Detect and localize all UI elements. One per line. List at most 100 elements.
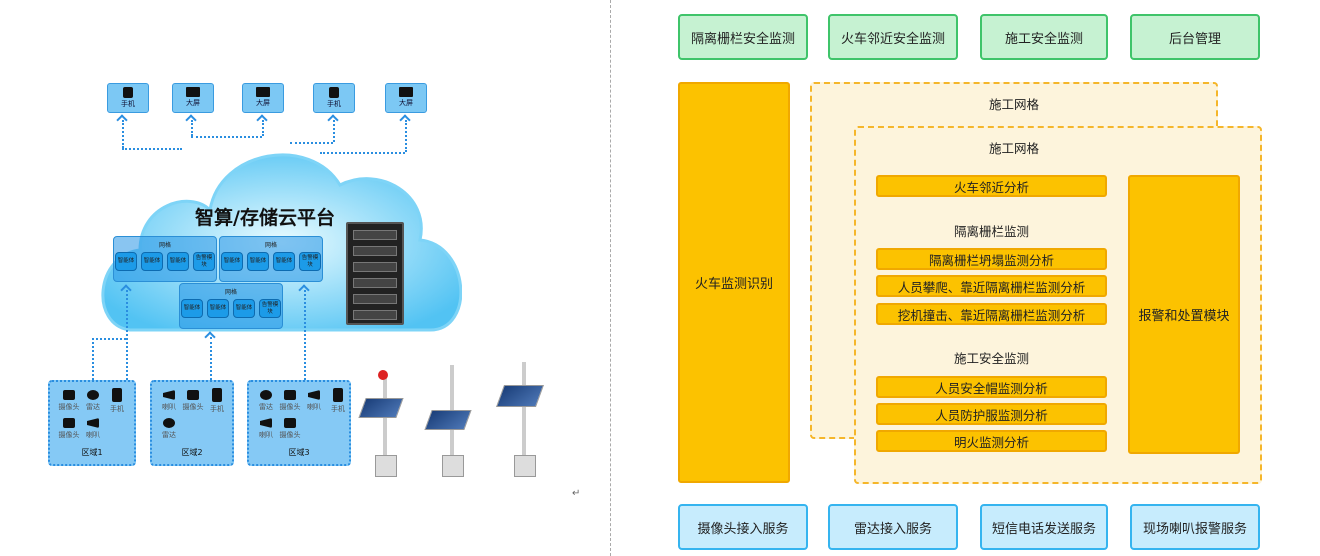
safety-section-title: 施工安全监测 [953, 351, 1029, 366]
grid-label: 网格 [224, 289, 237, 296]
zone-2: 喇叭 摄像头 手机 雷达 区域2 [150, 380, 234, 466]
control-box [514, 455, 536, 477]
agent: 智能体 [233, 299, 255, 318]
camera-icon: 摄像头 [56, 390, 82, 412]
connector [191, 136, 262, 138]
grid-back-label: 施工网格 [988, 97, 1039, 112]
connector [191, 120, 193, 136]
analysis-item: 人员安全帽监测分析 [876, 376, 1107, 398]
grid-label: 网格 [264, 242, 277, 249]
agent: 智能体 [221, 252, 243, 271]
control-box [375, 455, 397, 477]
service-camera[interactable]: 摄像头接入服务 [678, 504, 808, 550]
service-radar[interactable]: 雷达接入服务 [828, 504, 958, 550]
analysis-item: 挖机撞击、靠近隔离栅栏监测分析 [876, 303, 1107, 325]
zone-1: 摄像头 雷达 手机 摄像头 喇叭 区域1 [48, 380, 136, 466]
arrow-up-icon [327, 114, 339, 126]
zone-3: 雷达 摄像头 喇叭 手机 喇叭 摄像头 区域3 [247, 380, 351, 466]
agent: 智能体 [181, 299, 203, 318]
phone-icon [329, 87, 339, 98]
server-rack-icon [346, 222, 404, 325]
solar-panel [424, 410, 472, 430]
return-mark: ↵ [572, 488, 581, 499]
solar-panel [495, 385, 545, 407]
connector [320, 152, 405, 154]
agent: 智能体 [247, 252, 269, 271]
connector [126, 290, 128, 380]
connector [92, 338, 126, 340]
device-label: 大屏 [399, 99, 413, 107]
radar-icon: 雷达 [253, 390, 279, 412]
connector [262, 120, 264, 136]
cloud-platform-title: 智算/存储云平台 [195, 207, 335, 229]
control-box [442, 455, 464, 477]
top-module-admin[interactable]: 后台管理 [1130, 14, 1260, 60]
agent: 智能体 [273, 252, 295, 271]
camera-icon: 摄像头 [277, 390, 303, 412]
service-speaker[interactable]: 现场喇叭报警服务 [1130, 504, 1260, 550]
device-screen: 大屏 [385, 83, 427, 113]
connector [304, 290, 306, 380]
zone-label: 区域2 [181, 448, 203, 457]
connector [290, 142, 333, 144]
grid-block: 网格 智能体智能体智能体告警模块 [219, 236, 323, 282]
camera-icon: 摄像头 [56, 418, 82, 440]
device-screen: 大屏 [242, 83, 284, 113]
camera-icon: 摄像头 [180, 390, 206, 412]
connector [405, 120, 407, 152]
connector [333, 120, 335, 142]
device-screen: 大屏 [172, 83, 214, 113]
alarm-light-icon [378, 370, 388, 380]
grid-label: 网格 [158, 242, 171, 249]
analysis-item: 人员防护服监测分析 [876, 403, 1107, 425]
section-divider [610, 0, 611, 556]
device-phone: 手机 [313, 83, 355, 113]
agent: 智能体 [207, 299, 229, 318]
pole [522, 362, 526, 460]
arrow-up-icon [185, 114, 197, 126]
grid-front-label: 施工网格 [988, 141, 1039, 156]
top-module-construction[interactable]: 施工安全监测 [980, 14, 1108, 60]
arrow-up-icon [399, 114, 411, 126]
alarm-module: 告警模块 [193, 252, 215, 271]
top-module-train[interactable]: 火车邻近安全监测 [828, 14, 958, 60]
zone-label: 区域1 [81, 448, 103, 457]
camera-icon: 摄像头 [277, 418, 303, 440]
device-label: 手机 [121, 100, 135, 108]
connector [210, 337, 212, 380]
screen-icon [256, 87, 270, 97]
screen-icon [186, 87, 200, 97]
screen-icon [399, 87, 413, 97]
device-label: 手机 [327, 100, 341, 108]
analysis-item: 隔离栅栏坍塌监测分析 [876, 248, 1107, 270]
radar-icon: 雷达 [156, 418, 182, 440]
arrow-up-icon [116, 114, 128, 126]
zone-label: 区域3 [288, 448, 310, 457]
phone-icon: 手机 [204, 388, 230, 414]
speaker-icon: 喇叭 [156, 390, 182, 412]
analysis-item: 火车邻近分析 [876, 175, 1107, 197]
top-module-fence[interactable]: 隔离栅栏安全监测 [678, 14, 808, 60]
alarm-module: 告警模块 [299, 252, 321, 271]
device-label: 大屏 [256, 99, 270, 107]
agent: 智能体 [115, 252, 137, 271]
device-phone: 手机 [107, 83, 149, 113]
service-sms-call[interactable]: 短信电话发送服务 [980, 504, 1108, 550]
grid-block: 网格 智能体智能体智能体告警模块 [113, 236, 217, 282]
connector [122, 148, 182, 150]
phone-icon: 手机 [325, 388, 351, 414]
alarm-handling-module: 报警和处置模块 [1128, 175, 1240, 454]
solar-panel [358, 398, 404, 418]
analysis-item: 明火监测分析 [876, 430, 1107, 452]
phone-icon: 手机 [104, 388, 130, 414]
speaker-icon: 喇叭 [253, 418, 279, 440]
agent: 智能体 [141, 252, 163, 271]
agent: 智能体 [167, 252, 189, 271]
connector [122, 120, 124, 148]
connector [92, 338, 94, 380]
arrow-up-icon [256, 114, 268, 126]
fence-section-title: 隔离栅栏监测 [953, 224, 1029, 239]
phone-icon [123, 87, 133, 98]
speaker-icon: 喇叭 [301, 390, 327, 412]
alarm-module: 告警模块 [259, 299, 281, 318]
